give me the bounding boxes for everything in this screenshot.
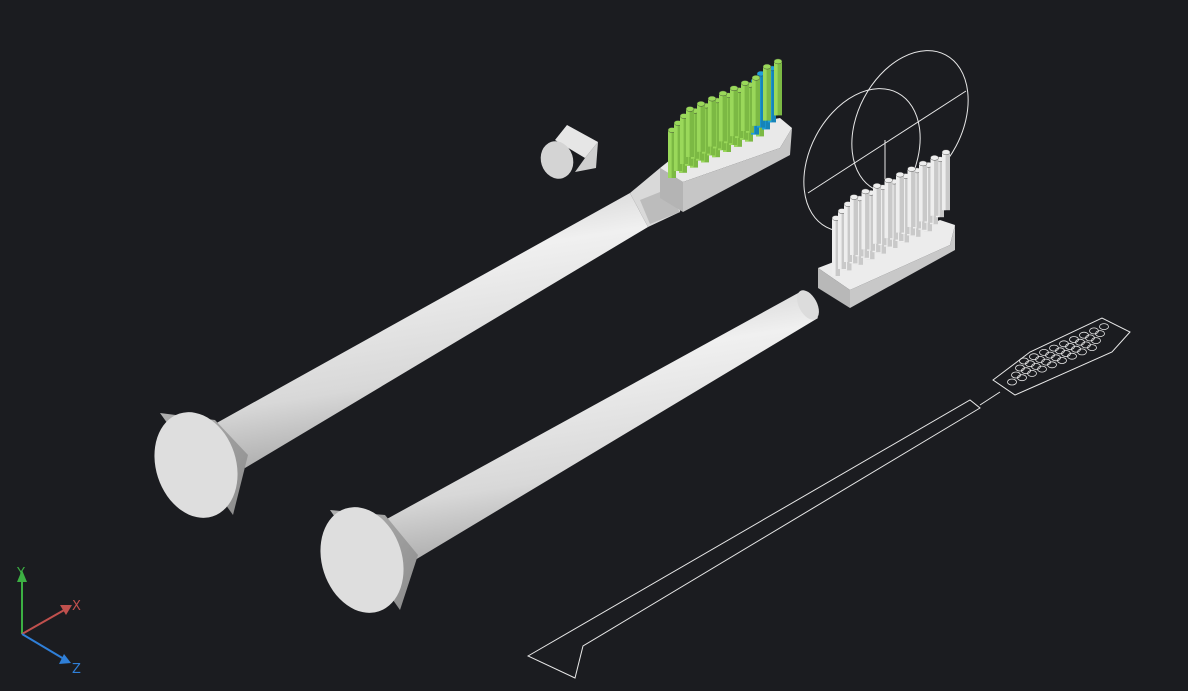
wire-tuft-hole [1007, 378, 1017, 386]
white-bristle-tuft [861, 188, 870, 250]
y-arrow-head [17, 570, 27, 582]
brush-head-side [683, 128, 792, 212]
bristle-tuft [773, 58, 783, 116]
white-bristle-tuft [884, 177, 893, 239]
z-arrow-head [59, 654, 71, 664]
block-round-face [540, 141, 574, 179]
head-top [818, 220, 955, 290]
wire-tuft-hole [1019, 357, 1029, 365]
white-bristle-tuft [895, 171, 905, 233]
wire-tuft-hole [1069, 336, 1079, 343]
block-top [555, 125, 598, 158]
shaft-end-cap [797, 290, 819, 320]
wire-tuft-hole [1029, 353, 1039, 361]
wire-tuft-hole [1039, 348, 1049, 356]
ucs-z-axis [21, 633, 65, 660]
white-bristles-group [831, 149, 951, 276]
ucs-y-label: Y [16, 566, 25, 581]
brush-head-front [660, 168, 683, 212]
wireframe-outline[interactable] [526, 317, 1131, 679]
bristle-tuft [751, 75, 761, 126]
white-bristle-tuft [918, 160, 928, 222]
wire-tuft-hole [1089, 327, 1099, 335]
bare-shaft [385, 292, 818, 560]
ucs-x-axis [21, 608, 67, 635]
base-disk [154, 412, 238, 518]
wire-tuft-holes [1007, 323, 1109, 386]
white-bristle-tuft [941, 149, 951, 211]
wire-tuft-hole [1059, 340, 1069, 348]
x-arrow-head [60, 605, 72, 615]
wire-tuft-hole [1079, 331, 1089, 339]
separate-brush-head[interactable] [818, 149, 955, 308]
handle-shaft [213, 193, 648, 468]
wire-handle [526, 399, 981, 679]
bristle-tuft [707, 95, 717, 147]
ucs-x-label: X [72, 599, 81, 614]
wire-head-outline [992, 317, 1131, 396]
white-bristle-tuft [907, 166, 916, 227]
bristle-tuft [729, 85, 739, 137]
bristle-tuft [685, 106, 695, 157]
wire-tuft-hole [1015, 364, 1025, 372]
white-bristle-tuft [872, 183, 882, 244]
white-bristle-tuft [930, 155, 939, 216]
bristle-tuft [740, 80, 750, 131]
bristle-tuft [696, 101, 706, 152]
bare-handle[interactable] [307, 287, 823, 624]
ucs-icon: Y X Z [16, 566, 81, 677]
ucs-z-label: Z [72, 662, 81, 677]
white-bristle-tuft [849, 194, 859, 255]
small-connector-block[interactable] [536, 125, 598, 183]
block-side [575, 142, 598, 172]
bristles-group [667, 58, 783, 178]
wire-tuft-hole [1049, 344, 1059, 352]
wire-tuft-hole [1011, 371, 1021, 379]
bristle-tuft [718, 90, 728, 142]
head-front [818, 268, 850, 308]
bare-base-disk [320, 507, 404, 613]
head-side [850, 225, 955, 308]
assembled-brush[interactable] [141, 58, 792, 529]
bristle-tuft [762, 63, 772, 121]
wire-tuft-hole [1099, 323, 1109, 331]
